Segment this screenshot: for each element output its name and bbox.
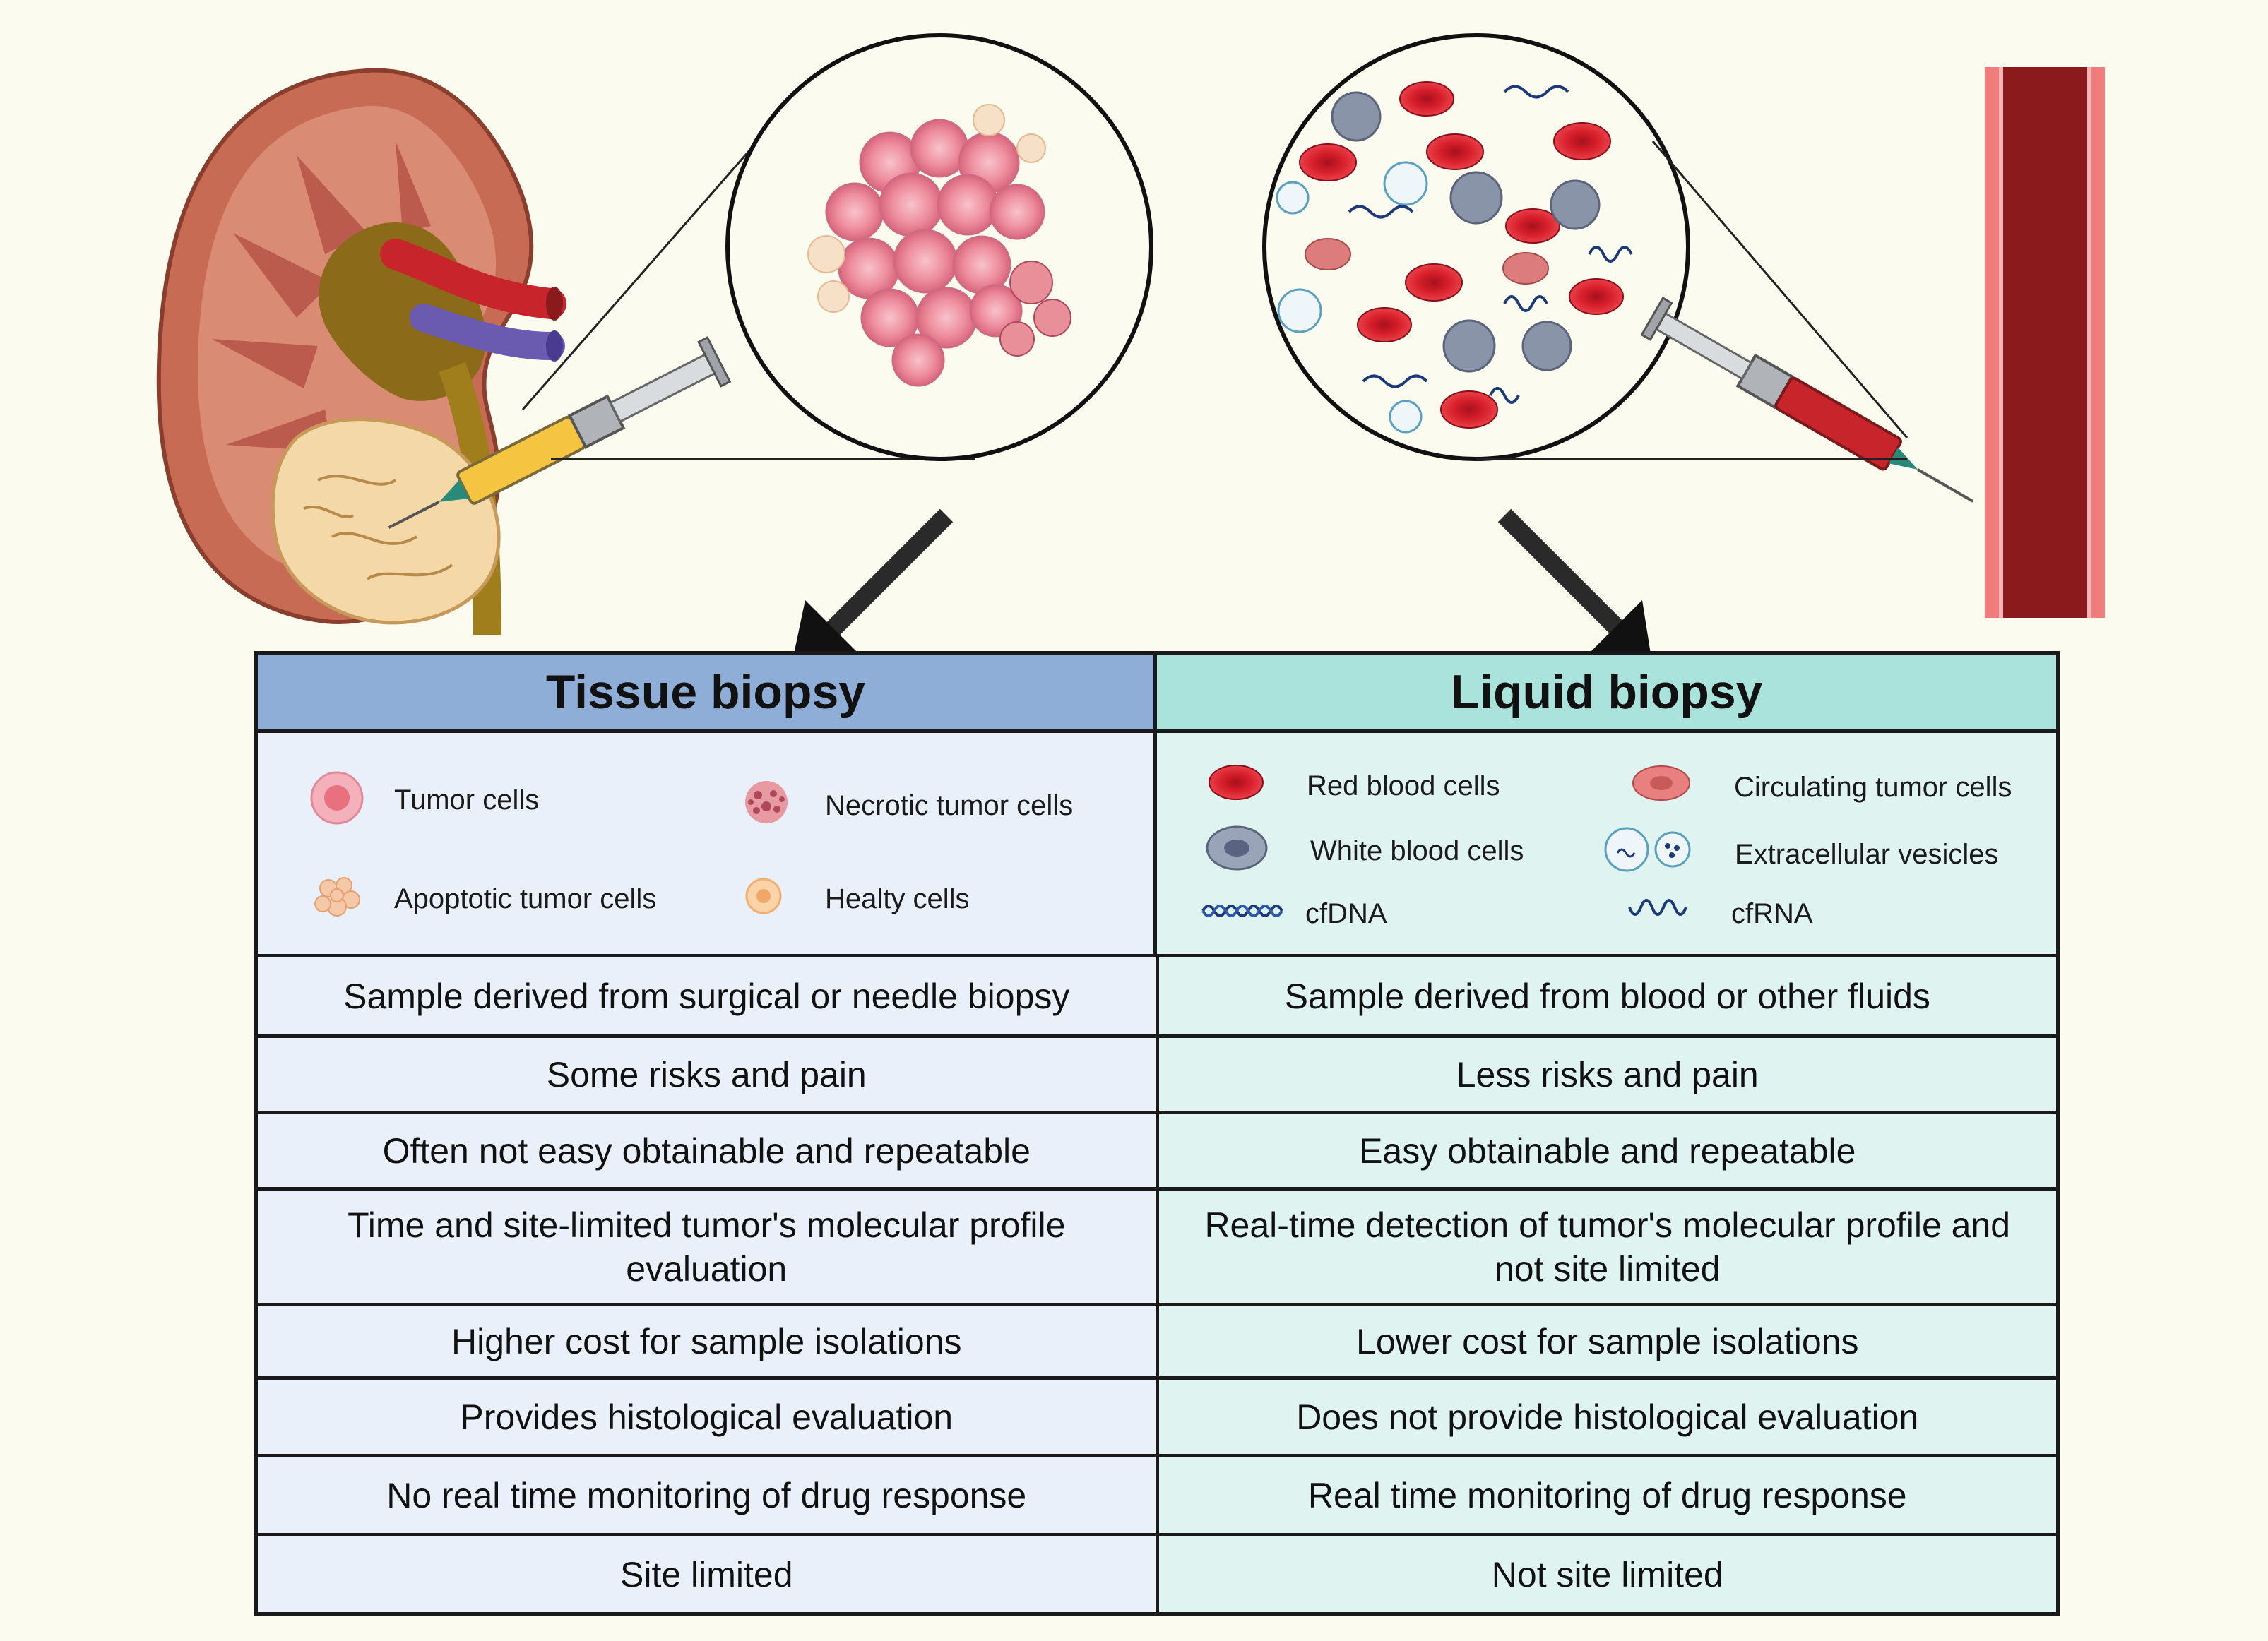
cfrna-icon: [1628, 899, 1687, 916]
table-row: Site limited Not site limited: [254, 1536, 2060, 1616]
blood-vessel-illustration: [1985, 67, 2105, 618]
legend-label-healthy-cells: Healty cells: [825, 883, 970, 914]
liquid-cell: Real-time detection of tumor's molecular…: [1158, 1191, 2056, 1303]
table-row: No real time monitoring of drug response…: [254, 1457, 2060, 1536]
liquid-cell: Not site limited: [1158, 1536, 2056, 1612]
cfdna-icon: [1201, 905, 1283, 917]
liquid-cell: Sample derived from blood or other fluid…: [1158, 957, 2056, 1034]
red-blood-cell-icon: [1209, 765, 1264, 800]
tumor-cell-icon: [310, 771, 364, 825]
legend-label-white-blood-cells: White blood cells: [1310, 835, 1524, 866]
healthy-cell-icon: [745, 878, 782, 914]
tissue-biopsy-header: Tissue biopsy: [254, 651, 1157, 733]
arrow-down-left-icon: [791, 508, 954, 667]
comparison-table: Sample derived from surgical or needle b…: [254, 957, 2060, 1616]
table-row: Time and site-limited tumor's molecular …: [254, 1191, 2060, 1306]
tissue-cell: Higher cost for sample isolations: [258, 1306, 1159, 1376]
table-row: Some risks and pain Less risks and pain: [254, 1038, 2060, 1114]
legend-label-cfdna: cfDNA: [1305, 898, 1387, 929]
tissue-cell: Some risks and pain: [258, 1038, 1159, 1111]
white-blood-cell-icon: [1206, 825, 1268, 871]
apoptotic-tumor-cell-icon: [314, 877, 360, 917]
legend-label-extracellular-vesicles: Extracellular vesicles: [1735, 839, 1999, 870]
liquid-cell: Less risks and pain: [1158, 1038, 2056, 1111]
tumor-mass-magnified: [725, 33, 1153, 461]
blood-sample-magnified: [1262, 33, 1690, 461]
table-row: Often not easy obtainable and repeatable…: [254, 1114, 2060, 1191]
legend-label-cfrna: cfRNA: [1731, 898, 1813, 929]
necrotic-tumor-cell-icon: [745, 781, 788, 823]
syringe-icon: [1640, 296, 1974, 503]
legend-label-circulating-tumor-cells: Circulating tumor cells: [1734, 772, 2012, 803]
tissue-cell: Often not easy obtainable and repeatable: [258, 1114, 1159, 1187]
liquid-legend: Red blood cells Circulating tumor cells …: [1157, 733, 2060, 957]
legend-label-red-blood-cells: Red blood cells: [1307, 770, 1500, 801]
legend-label-apoptotic-tumor-cells: Apoptotic tumor cells: [394, 883, 657, 914]
circulating-tumor-cell-icon: [1632, 765, 1690, 801]
liquid-cell: Real time monitoring of drug response: [1158, 1457, 2056, 1533]
liquid-cell: Easy obtainable and repeatable: [1158, 1114, 2056, 1187]
arrow-down-right-icon: [1497, 508, 1653, 667]
table-row: Provides histological evaluation Does no…: [254, 1380, 2060, 1457]
syringe-icon: [388, 336, 732, 529]
tissue-cell: No real time monitoring of drug response: [258, 1457, 1159, 1533]
tissue-legend: Tumor cells Necrotic tumor cells Apoptot…: [254, 733, 1157, 957]
tissue-cell: Provides histological evaluation: [258, 1380, 1159, 1454]
liquid-cell: Lower cost for sample isolations: [1158, 1306, 2056, 1376]
extracellular-vesicle-icon: [1604, 827, 1691, 872]
tissue-cell: Site limited: [258, 1536, 1159, 1612]
liquid-cell: Does not provide histological evaluation: [1158, 1380, 2056, 1454]
zoom-line: [1651, 141, 1908, 438]
zoom-line: [521, 126, 771, 410]
tissue-cell: Sample derived from surgical or needle b…: [258, 957, 1159, 1034]
legend-label-tumor-cells: Tumor cells: [394, 784, 540, 816]
tissue-cell: Time and site-limited tumor's molecular …: [258, 1191, 1159, 1303]
liquid-biopsy-header: Liquid biopsy: [1157, 651, 2060, 733]
table-row: Higher cost for sample isolations Lower …: [254, 1306, 2060, 1380]
legend-label-necrotic-tumor-cells: Necrotic tumor cells: [825, 790, 1074, 821]
table-row: Sample derived from surgical or needle b…: [254, 957, 2060, 1038]
kidney-illustration: [156, 68, 566, 636]
